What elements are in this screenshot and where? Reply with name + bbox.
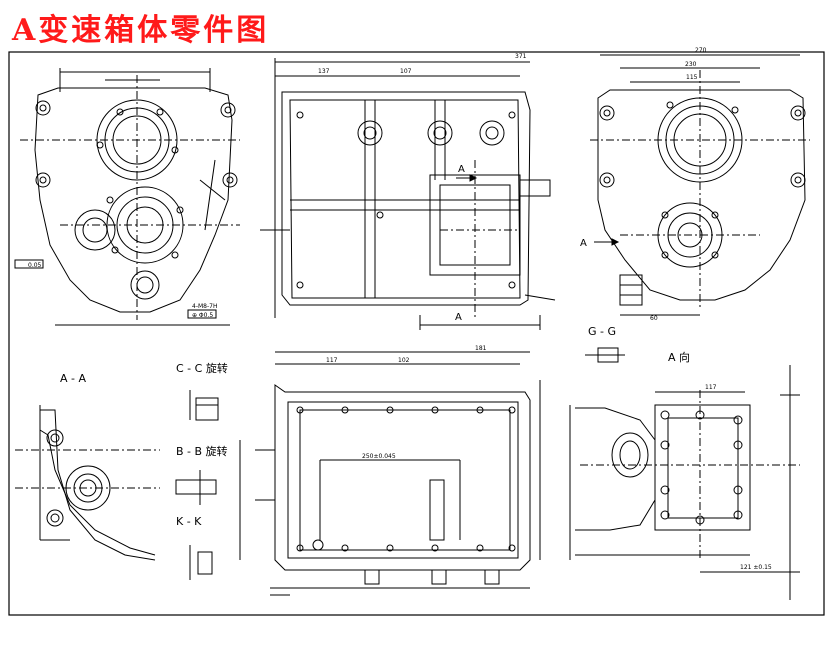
top-view-center — [260, 58, 556, 330]
dim-bore-tol: 250±0.045 — [362, 453, 396, 460]
dim-aview-width: 117 — [705, 384, 717, 391]
drawing-title: A变速箱体零件图 — [12, 13, 270, 48]
dim-right-total: 270 — [695, 47, 707, 54]
label-section-cc: C - C 旋转 — [176, 361, 228, 375]
section-aa — [15, 405, 160, 561]
dim-bottom-mid: 102 — [398, 357, 410, 364]
label-flat-tol: 0.05 — [28, 262, 42, 269]
label-section-bb: B - B 旋转 — [176, 444, 228, 458]
label-a-view: A 向 — [668, 350, 690, 364]
marker-a-top: A — [458, 164, 465, 175]
section-details-small — [175, 390, 219, 580]
dim-bottom-total: 117 — [326, 357, 338, 364]
dim-aview-bottom: 121 ±0.15 — [740, 564, 772, 571]
dim-top-left: 137 — [318, 68, 330, 75]
front-view-left — [14, 68, 240, 326]
marker-a-bottom: A — [455, 312, 462, 323]
label-pos-tol: ⊕ Φ0.5 — [192, 312, 213, 319]
dim-right-small: 115 — [686, 74, 698, 81]
dim-top-mid: 107 — [400, 68, 412, 75]
dim-right-bottom: 60 — [650, 315, 658, 322]
plan-view-center — [239, 351, 541, 596]
label-section-gg: G - G — [588, 325, 616, 338]
aview-bottom-right — [569, 347, 800, 600]
drawing-border — [8, 51, 825, 616]
label-hole: 4-M8-7H — [192, 303, 217, 310]
marker-a-arrow: A — [580, 238, 587, 249]
view-arrows — [456, 174, 620, 246]
label-section-kk: K - K — [176, 515, 202, 528]
dim-right-inner: 230 — [685, 61, 697, 68]
dim-top-total: 371 — [515, 53, 527, 60]
dim-bottom-right: 181 — [475, 345, 487, 352]
label-section-aa: A - A — [60, 372, 86, 385]
